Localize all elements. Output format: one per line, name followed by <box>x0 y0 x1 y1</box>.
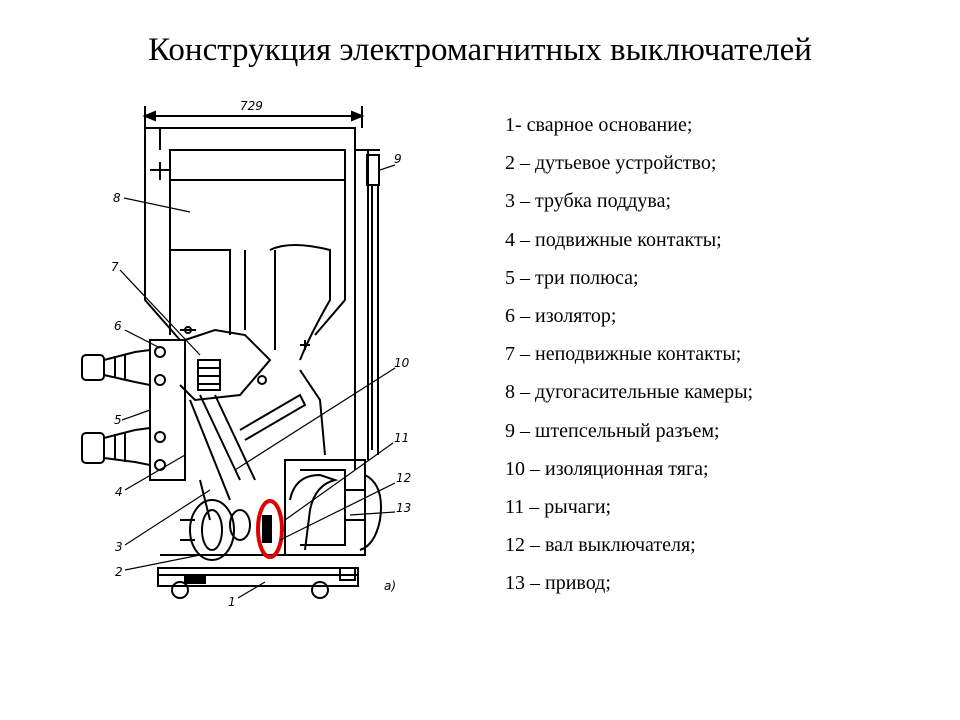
contact-mechanism <box>179 326 326 521</box>
callout-3: 3 <box>115 540 123 554</box>
callout-numbers: 1 2 3 4 5 6 7 8 9 10 11 12 13 а) <box>111 152 411 609</box>
legend-item-2: 2 – дутьевое устройство; <box>505 152 717 175</box>
insulator-lower <box>81 426 151 467</box>
highlight-ellipse <box>256 499 284 559</box>
legend-item-6: 6 – изолятор; <box>505 304 617 327</box>
callout-2: 2 <box>115 565 123 579</box>
drive-frame <box>284 459 382 556</box>
legend-item-8: 8 – дугогасительные камеры; <box>505 381 754 404</box>
legend-item-11: 11 – рычаги; <box>505 495 612 518</box>
callout-4: 4 <box>115 485 123 499</box>
callout-13: 13 <box>396 501 411 515</box>
blower-device <box>180 499 251 561</box>
callout-6: 6 <box>114 319 122 333</box>
legend-item-13: 13 – привод; <box>505 572 611 595</box>
dimension-label: 729 <box>240 99 263 113</box>
legend-item-3: 3 – трубка поддува; <box>505 190 672 213</box>
legend-item-1: 1- сварное основание; <box>505 114 693 136</box>
legend-list: 1- сварное основание; 2 – дутьевое устро… <box>505 106 945 602</box>
arc-chute <box>169 149 346 361</box>
leader-lines <box>119 164 396 599</box>
callout-5: 5 <box>114 413 122 427</box>
plug-connector <box>366 154 380 455</box>
callout-10: 10 <box>394 356 410 370</box>
legend-item-12: 12 – вал выключателя; <box>505 534 696 557</box>
callout-8: 8 <box>113 191 121 205</box>
welded-base <box>157 554 359 599</box>
page-title: Конструкция электромагнитных выключателе… <box>148 32 812 68</box>
pole-frame <box>149 339 186 481</box>
legend-item-7: 7 – неподвижные контакты; <box>505 343 742 366</box>
callout-11: 11 <box>394 431 409 445</box>
callout-9: 9 <box>394 152 402 166</box>
insulator-upper <box>81 348 151 387</box>
dimension-line <box>142 106 365 128</box>
callout-12: 12 <box>396 471 411 485</box>
legend-item-4: 4 – подвижные контакты; <box>505 228 722 251</box>
legend-item-9: 9 – штепсельный разъем; <box>505 419 720 442</box>
shaft-part <box>262 515 272 543</box>
figure-label: а) <box>384 579 396 593</box>
legend-item-5: 5 – три полюса; <box>505 266 639 289</box>
callout-1: 1 <box>228 595 236 609</box>
callout-7: 7 <box>111 260 119 274</box>
legend-item-10: 10 – изоляционная тяга; <box>505 457 709 480</box>
cabinet-outline <box>144 127 380 470</box>
